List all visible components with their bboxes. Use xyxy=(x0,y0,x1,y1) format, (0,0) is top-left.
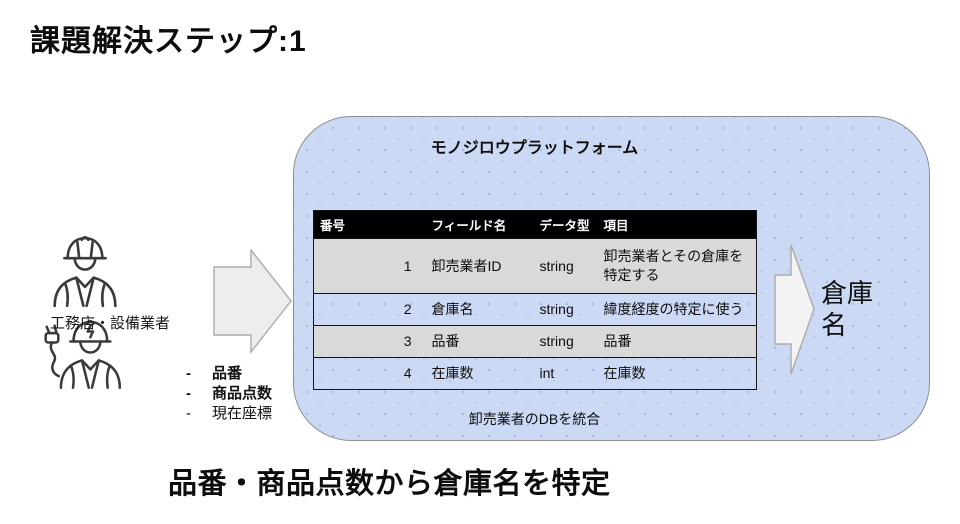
platform-footer: 卸売業者のDBを統合 xyxy=(468,411,601,427)
list-item: - 現在座標 xyxy=(186,404,272,424)
output-arrow-icon xyxy=(774,244,815,375)
bullet-label: 品番 xyxy=(212,365,243,382)
input-arrow-icon xyxy=(213,249,292,354)
cell-number: 4 xyxy=(313,357,426,390)
column-header: 番号 xyxy=(313,210,426,239)
table-row: 2 倉庫名 string 緯度経度の特定に使う xyxy=(313,293,757,326)
table-row: 1 卸売業者ID string 卸売業者とその倉庫を特定する xyxy=(313,238,757,294)
bullet-dash: - xyxy=(186,385,191,402)
output-label: 倉庫名 xyxy=(821,278,874,340)
construction-worker-icon xyxy=(53,236,117,308)
source-actors-label: 工務店・設備業者 xyxy=(50,315,171,332)
cell-field: 在庫数 xyxy=(425,357,534,390)
column-header: データ型 xyxy=(533,210,598,239)
source-actors xyxy=(44,230,190,396)
schema-table: 番号 フィールド名 データ型 項目 1 卸売業者ID string 卸売業者とそ… xyxy=(313,210,757,390)
cell-type: string xyxy=(533,325,598,358)
table-row: 3 品番 string 品番 xyxy=(313,325,757,358)
platform-container: モノジロウプラットフォーム 番号 フィールド名 データ型 項目 1 卸売業者ID… xyxy=(293,116,930,441)
cell-desc: 在庫数 xyxy=(597,357,757,390)
bullet-dash: - xyxy=(186,405,191,422)
cell-desc: 緯度経度の特定に使う xyxy=(597,293,757,326)
bullet-label: 現在座標 xyxy=(212,405,273,422)
table-header-row: 番号 フィールド名 データ型 項目 xyxy=(313,210,757,239)
cell-field: 倉庫名 xyxy=(425,293,534,326)
cell-field: 卸売業者ID xyxy=(425,238,534,294)
cell-type: string xyxy=(533,238,598,294)
list-item: - 品番 xyxy=(186,364,272,384)
cell-desc: 品番 xyxy=(597,325,757,358)
electrician-worker-icon xyxy=(44,320,122,390)
table-row: 4 在庫数 int 在庫数 xyxy=(313,357,757,390)
list-item: - 商品点数 xyxy=(186,384,272,404)
platform-title: モノジロウプラットフォーム xyxy=(430,140,639,157)
page-title: 課題解決ステップ:1 xyxy=(30,25,307,58)
input-list: - 品番 - 商品点数 - 現在座標 xyxy=(186,364,272,424)
cell-desc: 卸売業者とその倉庫を特定する xyxy=(597,238,757,294)
cell-number: 1 xyxy=(313,238,426,294)
bottom-caption: 品番・商品点数から倉庫名を特定 xyxy=(168,468,611,500)
cell-field: 品番 xyxy=(425,325,534,358)
cell-type: int xyxy=(533,357,598,390)
bullet-dash: - xyxy=(186,365,191,382)
bullet-label: 商品点数 xyxy=(212,385,273,402)
column-header: フィールド名 xyxy=(425,210,534,239)
cell-type: string xyxy=(533,293,598,326)
column-header: 項目 xyxy=(597,210,757,239)
cell-number: 3 xyxy=(313,325,426,358)
cell-number: 2 xyxy=(313,293,426,326)
